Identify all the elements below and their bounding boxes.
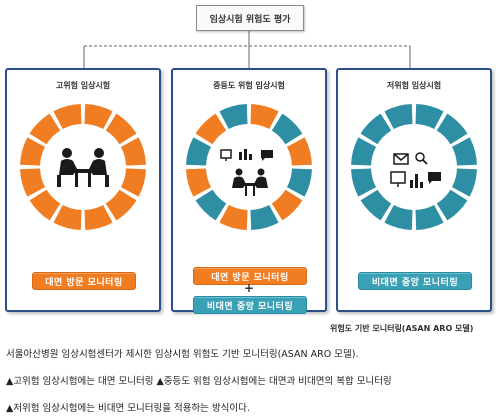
wheel-segment	[120, 137, 146, 166]
monitoring-cycle-wheel	[351, 104, 477, 230]
caption-line: ▲고위험 임상시험에는 대면 모니터링 ▲중등도 위험 임상시험에는 대면과 비…	[6, 376, 392, 387]
wheel-segment	[53, 204, 82, 230]
wheel-segment	[250, 104, 279, 130]
connector-lines	[83, 30, 411, 68]
wheel-segment	[451, 168, 477, 197]
panel-medium-risk: 중등도 위험 임상시험 대면 방문 모니터링 + 비대면 중앙 모니터링	[171, 68, 327, 314]
wheel-segment	[360, 113, 392, 145]
wheel-segment	[84, 204, 113, 230]
wheel-segment	[360, 189, 392, 221]
wheel-segment	[436, 189, 468, 221]
wheel-segment	[415, 204, 444, 230]
remote-monitoring-icon	[390, 152, 441, 188]
wheel-segment	[53, 104, 82, 130]
plus-sign: +	[243, 281, 255, 295]
remote-central-monitoring-label: 비대면 중앙 모니터링	[193, 296, 307, 314]
wheel-segment	[219, 204, 248, 230]
wheel-segment	[384, 104, 413, 130]
hybrid-monitoring-icon	[220, 149, 273, 196]
wheel-segment	[451, 137, 477, 166]
caption-line: ▲저위험 임상시험에는 비대면 모니터링을 적용하는 방식이다.	[6, 403, 250, 414]
panel-title-low-risk: 저위험 임상시험	[386, 81, 442, 90]
wheel-segment	[195, 113, 227, 145]
monitoring-cycle-wheel	[186, 104, 312, 230]
wheel-segment	[84, 104, 113, 130]
wheel-segment	[415, 104, 444, 130]
meeting-icon	[57, 148, 109, 187]
wheel-segment	[271, 189, 303, 221]
wheel-segment	[29, 189, 61, 221]
risk-assessment-box: 임상시험 위험도 평가	[196, 5, 304, 31]
wheel-segment	[20, 168, 46, 197]
panel-title-high-risk: 고위험 임상시험	[55, 81, 111, 90]
wheel-segment	[351, 137, 377, 166]
model-label: 위험도 기반 모니터링(ASAN ARO 모델)	[330, 324, 474, 333]
wheel-segment	[105, 189, 137, 221]
face-to-face-monitoring-label: 대면 방문 모니터링	[193, 267, 307, 285]
wheel-segment	[186, 168, 212, 197]
wheel-segment	[384, 204, 413, 230]
monitoring-cycle-wheel	[20, 104, 146, 230]
wheel-segment	[286, 137, 312, 166]
face-to-face-monitoring-label: 대면 방문 모니터링	[32, 272, 136, 290]
wheel-segment	[271, 113, 303, 145]
panel-high-risk: 고위험 임상시험 대면 방문 모니터링	[5, 68, 161, 312]
wheel-segment	[20, 137, 46, 166]
wheel-segment	[351, 168, 377, 197]
wheel-segment	[105, 113, 137, 145]
wheel-segment	[186, 137, 212, 166]
wheel-segment	[195, 189, 227, 221]
panel-low-risk: 저위험 임상시험 비대면 중앙 모니터링	[336, 68, 492, 312]
remote-central-monitoring-label: 비대면 중앙 모니터링	[358, 272, 472, 290]
caption-line: 서울아산병원 임상시험센터가 제시한 임상시험 위험도 기반 모니터링(ASAN…	[6, 349, 359, 360]
wheel-segment	[286, 168, 312, 197]
panel-title-medium-risk: 중등도 위험 임상시험	[213, 81, 285, 90]
wheel-segment	[219, 104, 248, 130]
wheel-segment	[120, 168, 146, 197]
wheel-segment	[29, 113, 61, 145]
wheel-segment	[436, 113, 468, 145]
wheel-segment	[250, 204, 279, 230]
